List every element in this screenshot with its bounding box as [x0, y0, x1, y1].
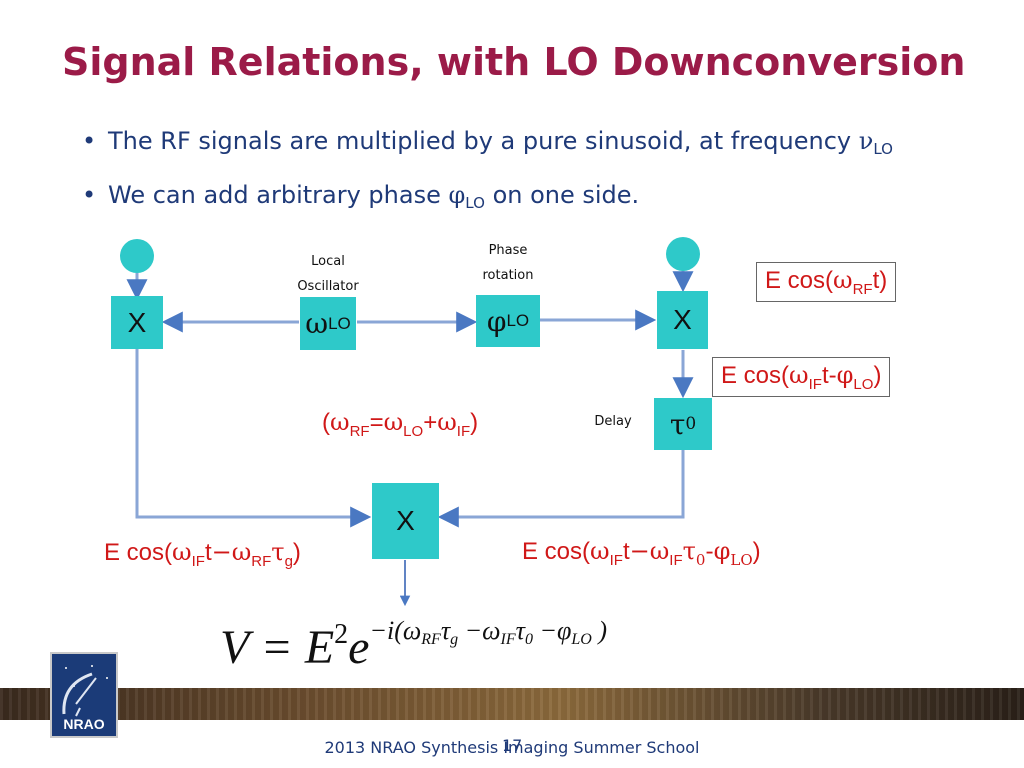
output-right-signal: E cos(ωIFt−ωIFτ0-φLO) — [522, 537, 761, 569]
signal-rf-label: E cos(ωRFt) — [756, 262, 897, 302]
footer-text: 2013 NRAO Synthesis Imaging Summer Schoo… — [324, 738, 700, 757]
antenna-left-icon — [120, 239, 154, 273]
nrao-logo: NRAO — [50, 652, 118, 738]
nu-symbol: ν — [858, 127, 874, 155]
bullet-item: We can add arbitrary phase φLO on one si… — [82, 172, 893, 226]
visibility-formula: V = E2e−i(ωRFτg −ωIFτ0 −φLO ) — [220, 616, 608, 674]
radio-dish-icon — [62, 665, 108, 717]
frequency-relation: (ωRF=ωLO+ωIF) — [322, 408, 479, 440]
footer-banner — [0, 688, 1024, 720]
mixer-left: X — [111, 296, 163, 349]
bullet-list: The RF signals are multiplied by a pure … — [82, 118, 893, 226]
bullet-item: The RF signals are multiplied by a pure … — [82, 118, 893, 172]
output-left-signal: E cos(ωIFt−ωRFτg) — [104, 538, 301, 570]
page-number: 17 — [502, 736, 523, 755]
page-title: Signal Relations, with LO Downconversion — [62, 40, 966, 84]
delay-label: Delay — [594, 414, 632, 429]
arrow-delay-to-bottom-mixer — [437, 450, 685, 528]
signal-if-phase-label: E cos(ωIFt-φLO) — [712, 357, 891, 397]
arrow-left-to-bottom-mixer — [135, 349, 372, 528]
phase-rotation-label: Phase rotation — [482, 243, 534, 283]
phi-symbol: φ — [448, 181, 466, 209]
antenna-right-icon — [666, 237, 700, 271]
mixer-right: X — [657, 291, 708, 349]
local-oscillator-label: Local Oscillator — [297, 254, 359, 294]
mixer-bottom: X — [372, 483, 439, 559]
logo-text: NRAO — [63, 716, 105, 732]
